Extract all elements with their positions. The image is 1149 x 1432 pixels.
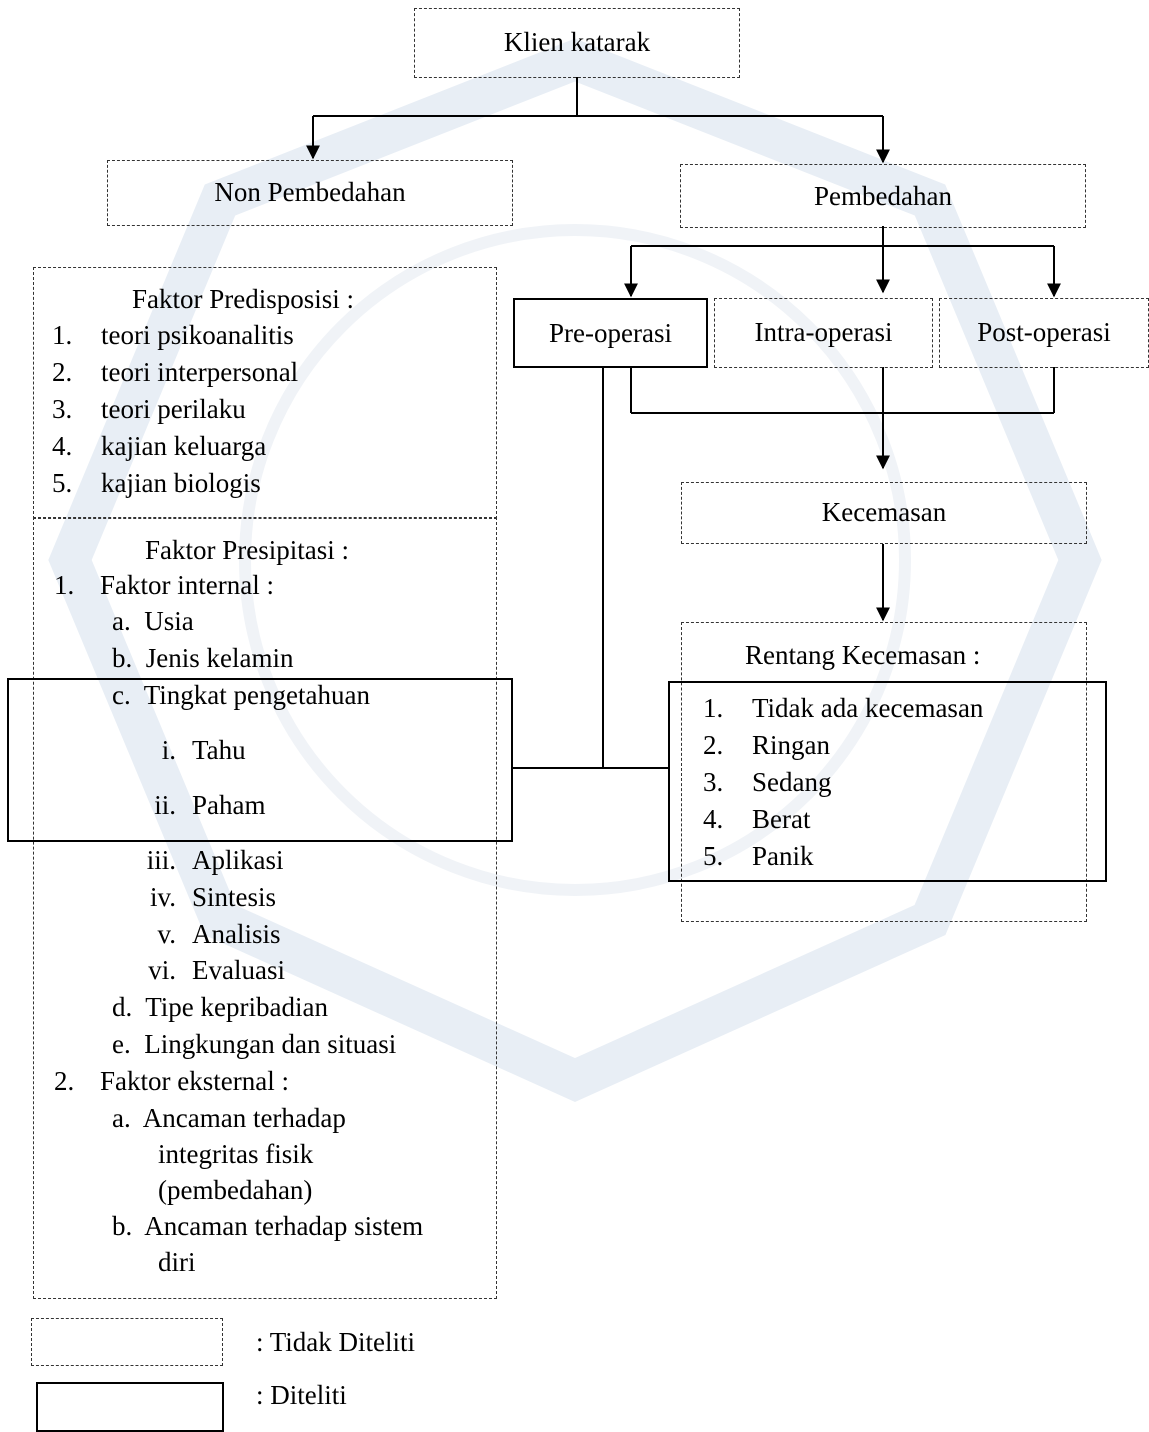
pre-operasi-label: Pre-operasi: [549, 318, 672, 348]
list-item: 5.Panik: [703, 841, 814, 871]
faktor-internal-heading: 1.Faktor internal :: [54, 570, 274, 600]
internal-item-b: b. Jenis kelamin: [112, 643, 294, 673]
legend-not-studied-swatch: [31, 1318, 223, 1366]
legend-studied-swatch: [36, 1382, 224, 1432]
external-item-a-line2: integritas fisik: [158, 1139, 314, 1169]
root-node: Klien katarak: [414, 8, 740, 78]
faktor-predisposisi-title: Faktor Predisposisi :: [132, 284, 355, 314]
list-item: 1.Tidak ada kecemasan: [703, 693, 984, 723]
pembedahan-node: Pembedahan: [680, 164, 1086, 228]
tingkat-pengetahuan-studied-box: [7, 678, 513, 842]
post-operasi-node: Post-operasi: [939, 298, 1149, 368]
non-pembedahan-label: Non Pembedahan: [214, 177, 406, 207]
list-item: 2.teori interpersonal: [52, 357, 299, 387]
intra-operasi-node: Intra-operasi: [714, 298, 933, 368]
root-label: Klien katarak: [503, 27, 651, 57]
roman-item-i: i.Tahu: [161, 735, 246, 765]
external-item-a-line3: (pembedahan): [158, 1175, 313, 1205]
internal-item-c: c. Tingkat pengetahuan: [112, 680, 370, 710]
faktor-presipitasi-box: [33, 517, 497, 1299]
internal-item-e: e. Lingkungan dan situasi: [112, 1029, 397, 1059]
intra-operasi-label: Intra-operasi: [754, 317, 893, 347]
rentang-kecemasan-title: Rentang Kecemasan :: [745, 640, 981, 670]
rentang-kecemasan-outer: [681, 622, 1087, 922]
roman-item-iii: iii.Aplikasi: [146, 845, 284, 875]
external-item-b-line1: b. Ancaman terhadap sistem: [112, 1211, 424, 1241]
list-item: 3.Sedang: [703, 767, 832, 797]
list-item: 4.Berat: [703, 804, 811, 834]
roman-item-ii: ii.Paham: [154, 790, 266, 820]
pre-operasi-node: Pre-operasi: [513, 298, 708, 368]
faktor-predisposisi-list: 1.teori psikoanalitis 2.teori interperso…: [52, 320, 298, 505]
kecemasan-label: Kecemasan: [821, 497, 947, 527]
list-item: 2.Ringan: [703, 730, 830, 760]
pembedahan-label: Pembedahan: [814, 181, 952, 211]
faktor-eksternal-heading: 2.Faktor eksternal :: [54, 1066, 289, 1096]
non-pembedahan-node: Non Pembedahan: [107, 160, 513, 226]
internal-item-d: d. Tipe kepribadian: [112, 992, 328, 1022]
list-item: 4.kajian keluarga: [52, 431, 267, 461]
list-item: 3.teori perilaku: [52, 394, 246, 424]
list-item: 1.teori psikoanalitis: [52, 320, 294, 350]
faktor-presipitasi-title: Faktor Presipitasi :: [145, 535, 349, 565]
external-item-a-line1: a. Ancaman terhadap: [112, 1103, 346, 1133]
external-item-b-line2: diri: [158, 1247, 196, 1277]
legend-not-studied-label: : Tidak Diteliti: [256, 1327, 416, 1357]
internal-item-a: a. Usia: [112, 606, 194, 636]
legend-studied-label: : Diteliti: [256, 1380, 347, 1410]
list-item: 5.kajian biologis: [52, 468, 261, 498]
roman-item-iv: iv.Sintesis: [150, 882, 277, 912]
kecemasan-node: Kecemasan: [681, 482, 1087, 544]
roman-item-vi: vi.Evaluasi: [148, 955, 285, 985]
rentang-kecemasan-list: 1.Tidak ada kecemasan 2.Ringan 3.Sedang …: [703, 693, 983, 878]
roman-item-v: v.Analisis: [157, 919, 281, 949]
faktor-predisposisi-box: [33, 267, 497, 519]
post-operasi-label: Post-operasi: [977, 317, 1111, 347]
rentang-kecemasan-studied-box: [668, 681, 1107, 882]
